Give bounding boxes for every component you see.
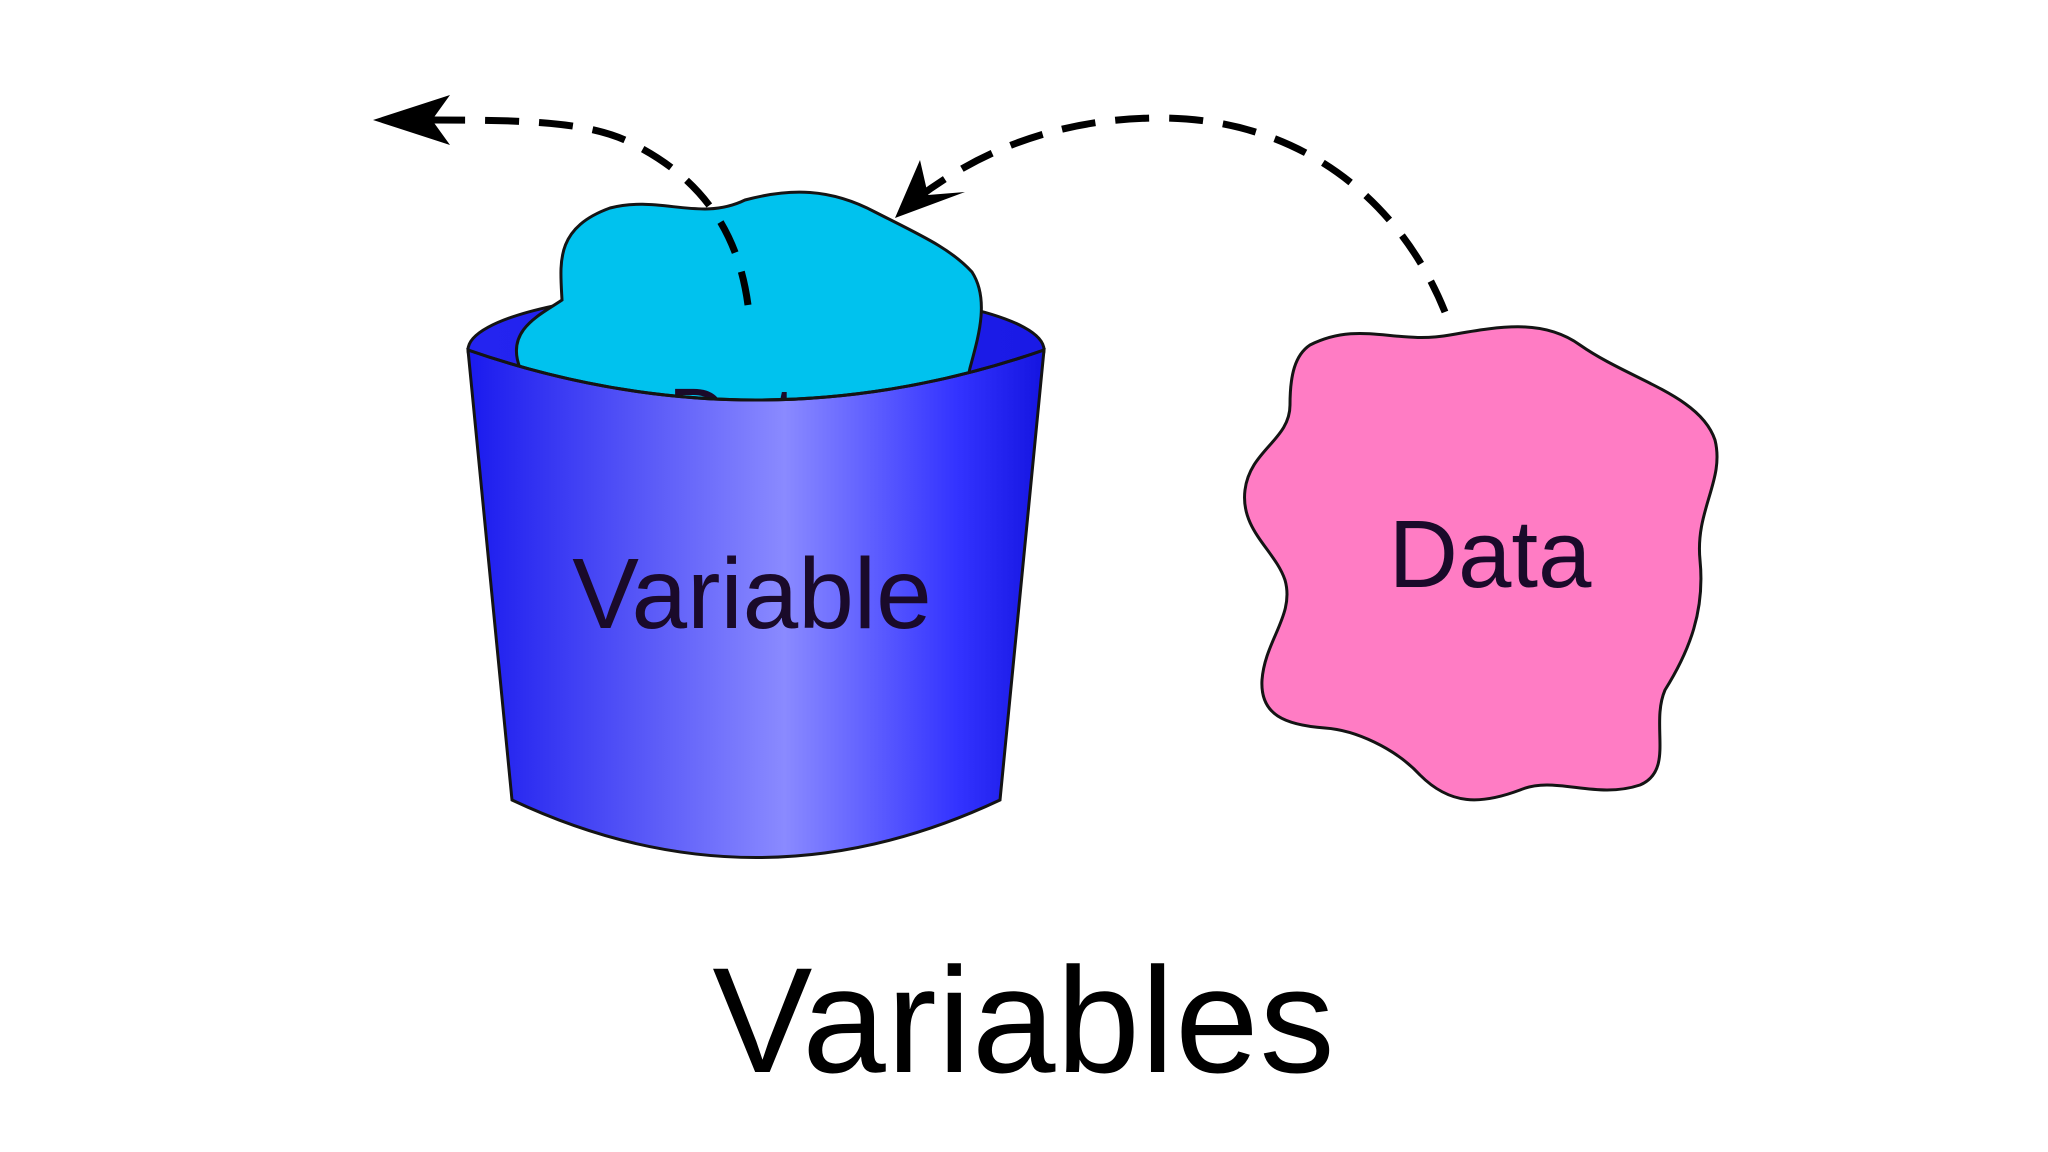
bucket-rim-front: [467, 348, 1045, 402]
discard-data-arrow: [373, 95, 752, 306]
discard-data-arrowhead: [373, 95, 450, 145]
incoming-data-label: Data: [1389, 501, 1592, 608]
incoming-data-blob: [1243, 325, 1719, 802]
bucket-label: Variable: [572, 538, 931, 650]
diagram-caption: Variables: [712, 936, 1336, 1104]
store-data-arrowhead: [895, 160, 965, 218]
store-data-arrow: [895, 114, 1449, 314]
